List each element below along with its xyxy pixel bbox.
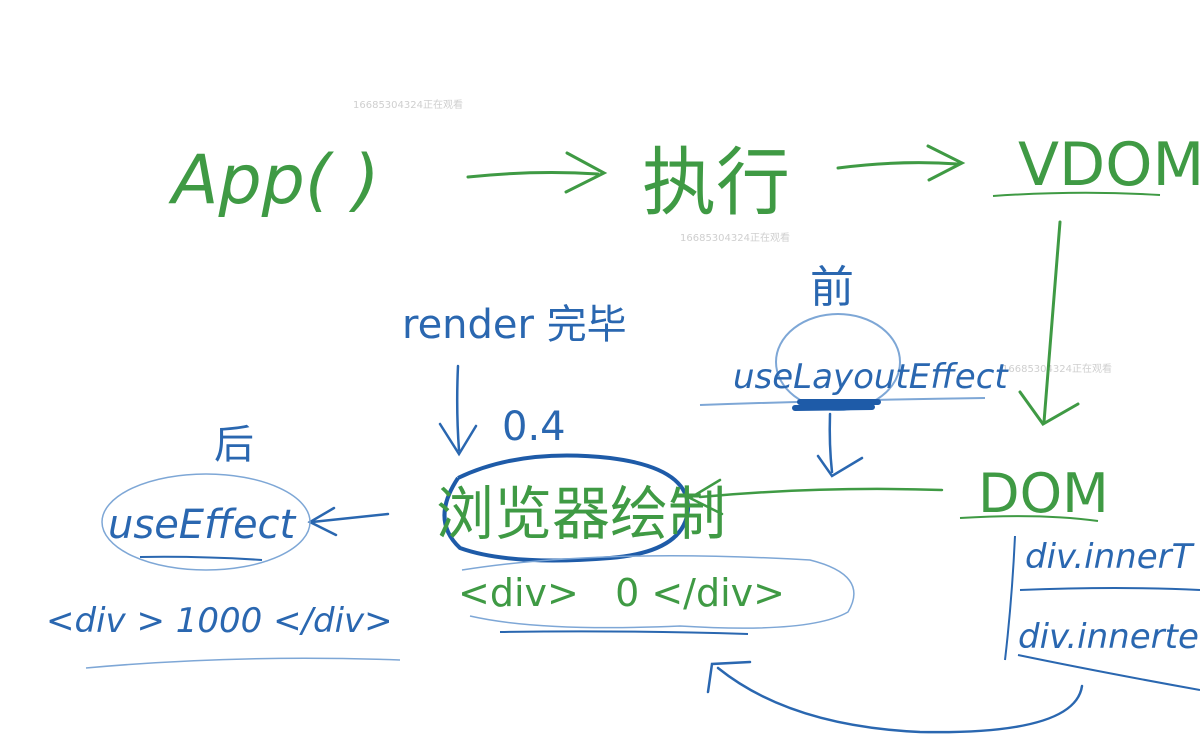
arrow-paint-to-effect	[307, 506, 390, 537]
effect-result-div-label: <div > 1000 </div>	[46, 601, 393, 641]
dom-op-line-1: div.innerT	[1025, 537, 1195, 577]
initial-div-bubble	[461, 555, 855, 629]
dom-ops-box	[1004, 535, 1200, 691]
render-timing-label: 0.4	[502, 404, 566, 450]
render-done-label: render 完毕	[402, 302, 627, 348]
app-label: App( )	[168, 141, 380, 220]
vdom-underline	[992, 191, 1161, 197]
arrow-layout-effect-down	[816, 412, 864, 478]
dom-underline	[959, 515, 1099, 522]
effect-result-underline	[85, 657, 401, 669]
layout-effect-label: useLayoutEffect	[733, 357, 1009, 397]
arrow-dom-ops-back	[706, 660, 1084, 734]
watermark-3: 16685304324正在观看	[1002, 364, 1112, 375]
watermark-2: 16685304324正在观看	[680, 233, 790, 244]
browser-paint-label: 浏览器绘制	[436, 480, 726, 548]
arrow-dom-to-paint	[687, 478, 944, 516]
vdom-label: VDOM	[1018, 130, 1200, 200]
watermark-1: 16685304324正在观看	[353, 100, 463, 111]
effect-label: useEffect	[108, 502, 297, 548]
arrow-app-to-execute	[466, 151, 608, 194]
initial-div-underline	[499, 630, 749, 635]
execute-label: 执行	[642, 140, 790, 226]
layout-effect-highlight	[792, 399, 881, 411]
effect-circle	[101, 473, 311, 571]
arrow-execute-to-vdom	[836, 144, 966, 182]
dom-op-line-2: div.innerte	[1018, 617, 1199, 657]
effect-underline	[139, 555, 263, 561]
browser-paint-circle	[442, 453, 691, 563]
arrow-vdom-to-dom	[1018, 220, 1080, 426]
arrow-render-down	[438, 364, 478, 457]
layout-effect-before-label: 前	[810, 262, 854, 313]
dom-label: DOM	[978, 462, 1109, 525]
effect-after-label: 后	[214, 422, 254, 468]
initial-div-label: <div> 0 </div>	[458, 571, 785, 615]
